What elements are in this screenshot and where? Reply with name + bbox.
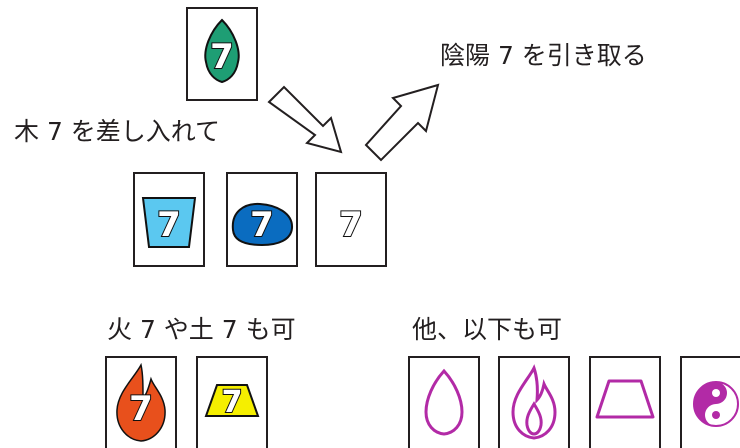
leaf-icon [204,18,240,84]
water-card: 7 [133,172,205,267]
leaf-outline-icon [424,368,464,436]
card-number: 7 [250,205,274,245]
insert-label: 木 7 を差し入れて [14,117,220,146]
wood-card-top: 7 [186,7,258,101]
others-label: 他、以下も可 [412,315,562,344]
flame-outline-icon [511,364,557,440]
alt-cards-label: 火 7 や土 7 も可 [107,315,296,344]
card-number: 7 [210,37,234,77]
trapezoid-outline-card [589,356,661,448]
card-number: 7 [339,205,363,245]
fire-card: 7 [105,356,177,448]
leaf-outline-card [408,356,480,448]
yinyang-icon [693,381,739,427]
card-number: 7 [129,389,153,429]
trapezoid-icon [204,384,260,417]
trapezoid-outline-icon [595,379,655,419]
inner-flame-icon [525,401,543,436]
arrow-up-right-icon [364,83,440,162]
card-number: 7 [157,205,181,245]
flame-outline-card [498,356,570,448]
cup-icon [141,197,197,248]
earth-card: 7 [196,356,268,448]
plain-card: 7 [315,172,387,267]
blob-icon [231,202,294,247]
metal-card: 7 [226,172,298,267]
flame-icon [116,362,166,442]
arrow-down-right-icon [267,85,343,154]
take-label: 陰陽 7 を引き取る [440,41,647,70]
card-number: 7 [222,385,243,420]
yinyang-card [680,356,740,448]
